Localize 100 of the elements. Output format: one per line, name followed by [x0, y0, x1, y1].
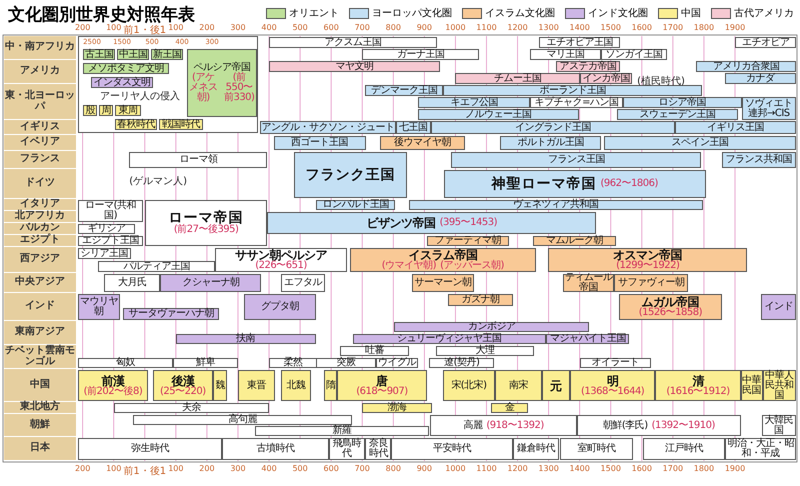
period-band — [429, 358, 494, 368]
period-band — [160, 274, 262, 292]
year-tick-label: 200 — [75, 23, 90, 32]
period-band — [580, 73, 632, 84]
period-label: インカ帝国 — [582, 74, 630, 84]
period-label: スウェーデン王国 — [639, 110, 716, 120]
row-header: 中央アジア — [4, 273, 76, 293]
period-label: 柔然 — [284, 358, 303, 368]
year-tick-label: 200 — [75, 464, 90, 473]
period-label: ノルウェー王国 — [465, 110, 532, 120]
period-label: 新羅 — [332, 426, 352, 436]
period-note: (395〜1453) — [440, 218, 497, 228]
legend-label: 中国 — [681, 6, 701, 20]
period-label: オスマン帝国 — [613, 249, 682, 261]
period-band — [408, 200, 703, 210]
period-label: 鮮卑 — [196, 358, 215, 368]
period-band — [340, 346, 409, 356]
period-label: 明治・大正・昭和・平成 — [726, 439, 795, 459]
period-band — [104, 274, 160, 292]
period-label: フランク王国 — [305, 168, 396, 182]
period-note: (918〜1392) — [486, 420, 544, 430]
period-band — [394, 322, 590, 332]
year-tick-label: 1300 — [538, 23, 559, 32]
period-band — [352, 334, 546, 344]
period-label: 新王国 — [152, 50, 182, 60]
year-tick-label: 1200 — [507, 23, 528, 32]
period-band — [78, 224, 136, 234]
period-label: オイラート — [592, 358, 640, 368]
row-header: イタリア — [4, 199, 76, 211]
year-tick-label: 1100 — [476, 23, 497, 32]
period-label: フランス王国 — [548, 155, 605, 165]
period-label: 大理 — [475, 346, 494, 356]
period-label: サータヴァーハナ朝 — [128, 309, 214, 319]
period-band — [642, 438, 726, 460]
period-band — [601, 49, 667, 60]
period-label: ガズナ朝 — [462, 295, 500, 305]
period-note: (アケメネス朝) — [188, 73, 218, 103]
row-header: 北アフリカ — [4, 211, 76, 223]
period-label: 後ウマイヤ朝 — [394, 138, 451, 148]
period-band — [362, 403, 432, 413]
period-band — [418, 109, 579, 120]
period-band — [570, 370, 656, 401]
period-label: 北魏 — [286, 380, 306, 390]
year-tick-label: 700 — [354, 464, 370, 473]
period-label: 中華民国 — [742, 376, 762, 396]
period-band — [430, 121, 676, 134]
period-band — [548, 248, 748, 272]
period-band — [123, 308, 220, 320]
period-label: 平安時代 — [433, 444, 472, 454]
row-header: バルカン — [4, 223, 76, 235]
period-band — [78, 370, 148, 401]
period-label: クシャーナ朝 — [182, 278, 240, 288]
legend-label: ヨーロッパ文化圏 — [372, 6, 452, 20]
period-band — [78, 248, 131, 259]
period-band — [451, 152, 702, 168]
period-label: 宋(北宋) — [451, 380, 487, 390]
period-band — [316, 358, 376, 368]
period-band — [455, 73, 580, 84]
period-label: アクスム王国 — [324, 38, 382, 48]
period-band — [115, 105, 141, 116]
period-label: 弥生時代 — [131, 444, 170, 454]
period-band — [539, 37, 620, 48]
period-band — [78, 438, 222, 460]
period-label: キエフ公国 — [450, 98, 498, 108]
region-note: (植民時代) — [637, 74, 685, 88]
period-note: (1299〜1922) — [616, 261, 680, 271]
period-label: ロンバルド王国 — [322, 200, 389, 210]
period-label: 古墳時代 — [256, 444, 295, 454]
period-label: チムー王国 — [494, 74, 542, 84]
legend-label: イスラム文化圏 — [485, 6, 555, 20]
period-label: サファヴィー朝 — [618, 278, 685, 288]
period-band — [530, 49, 602, 60]
period-label: 吐蕃 — [365, 346, 384, 356]
row-header: エジプト — [4, 235, 76, 247]
year-tick-label: 1600 — [632, 464, 652, 473]
period-band — [362, 49, 480, 60]
period-label: イギリス王国 — [707, 122, 764, 132]
year-tick-label: 前1・後1 — [123, 24, 166, 37]
period-note: (ウマイヤ朝) — [382, 261, 436, 271]
period-band — [187, 49, 257, 117]
period-label: デンマーク王国 — [370, 86, 438, 96]
year-tick-label: 500 — [292, 23, 308, 32]
year-tick-label: 1500 — [600, 23, 621, 32]
period-label: ヴェネツィア共和国 — [513, 200, 599, 210]
year-tick-label: 1700 — [662, 23, 684, 32]
period-band — [696, 61, 796, 72]
period-note: (226〜651) — [255, 261, 307, 271]
row-header: ドイツ — [4, 169, 76, 199]
period-band — [448, 294, 514, 306]
year-tick-label: 500 — [292, 464, 308, 473]
period-band — [604, 136, 796, 150]
period-band — [616, 109, 738, 120]
period-band — [78, 200, 144, 222]
year-tick-label: 300 — [230, 464, 246, 473]
row-header: インド — [4, 293, 76, 321]
period-band — [281, 370, 311, 401]
period-band — [623, 97, 742, 108]
period-band — [213, 370, 228, 401]
period-band — [444, 170, 706, 198]
period-band — [316, 200, 395, 210]
